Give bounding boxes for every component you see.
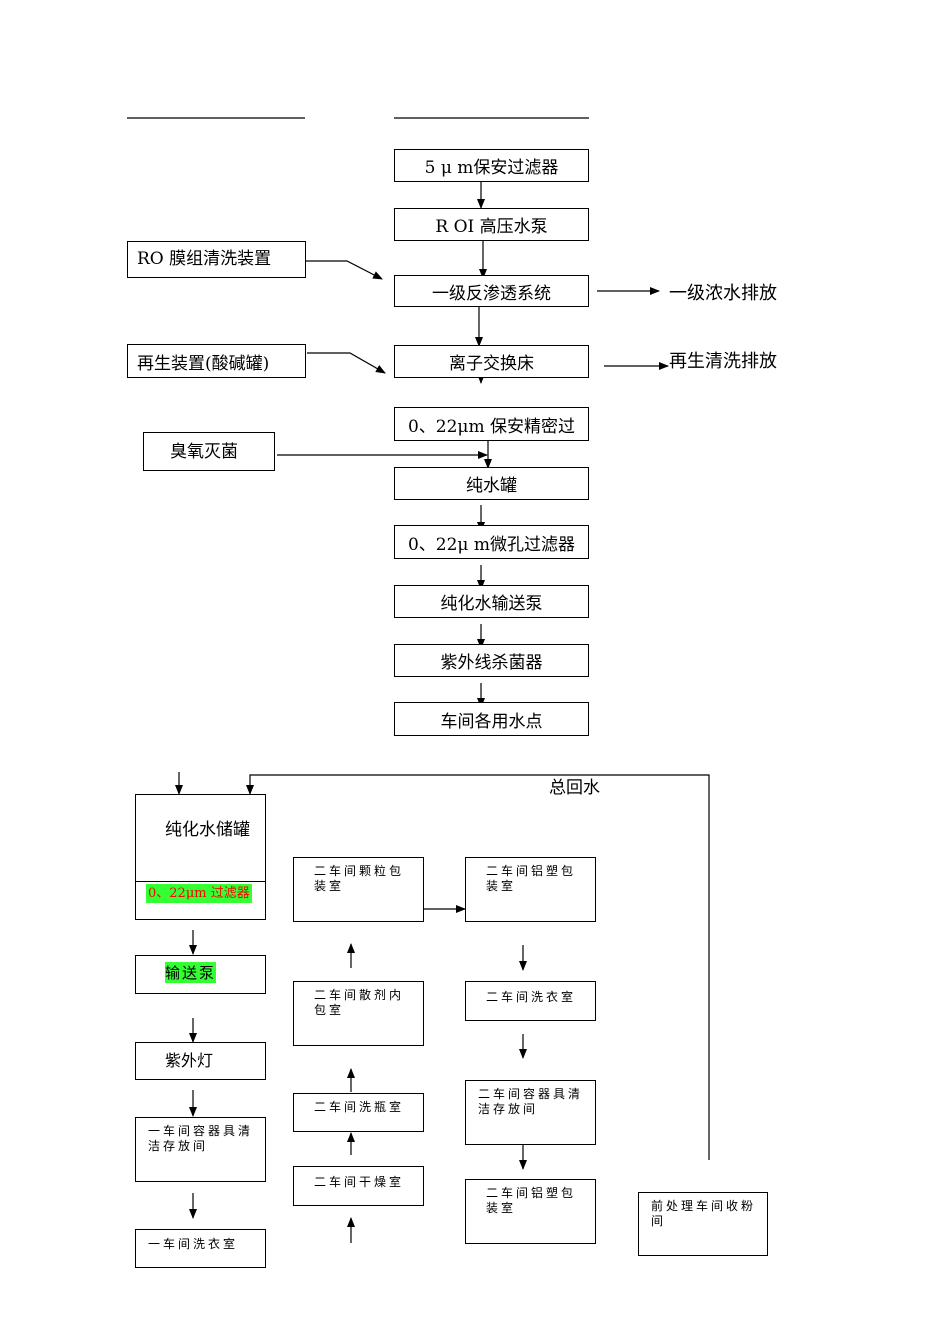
- drying-label: 二车间干燥室: [314, 1175, 405, 1189]
- ro-system-box: 一级反渗透系统: [394, 275, 589, 307]
- alu-pack-2-label: 二车间铝塑包装室: [486, 1186, 577, 1215]
- storage-filter-label: 0、22μm 过滤器: [146, 884, 252, 903]
- filter-5um-label: 5 μ m保安过滤器: [424, 158, 559, 178]
- laundry-1-label: 一车间洗衣室: [148, 1237, 239, 1251]
- powder-inner-box: 二车间散剂内包室: [293, 981, 424, 1046]
- filter-5um-box: 5 μ m保安过滤器: [394, 149, 589, 182]
- pure-tank-box: 纯水罐: [394, 467, 589, 500]
- arrow-regeneration: [307, 352, 386, 374]
- return-loop: [246, 774, 710, 1160]
- alu-pack-1-label: 二车间铝塑包装室: [486, 864, 577, 893]
- ion-exchange-box: 离子交换床: [394, 345, 589, 378]
- ozone-label: 臭氧灭菌: [170, 442, 238, 462]
- use-points-box: 车间各用水点: [394, 702, 589, 736]
- transfer-pump-label: 纯化水输送泵: [440, 594, 543, 614]
- precision-filter-box: 0、22μm 保安精密过: [394, 407, 589, 441]
- regeneration-label: 再生装置(酸碱罐): [137, 354, 270, 374]
- laundry-1-box: 一车间洗衣室: [135, 1229, 266, 1268]
- granule-pack-label: 二车间颗粒包装室: [314, 864, 405, 893]
- powder-inner-label: 二车间散剂内包室: [314, 988, 405, 1017]
- container-room-1-label: 一车间容器具清洁存放间: [148, 1124, 254, 1153]
- ro-system-label: 一级反渗透系统: [432, 283, 551, 304]
- bottle-wash-box: 二车间洗瓶室: [293, 1093, 424, 1132]
- ozone-box: 臭氧灭菌: [143, 432, 275, 471]
- bottle-wash-label: 二车间洗瓶室: [314, 1100, 405, 1114]
- container-room-1-box: 一车间容器具清洁存放间: [135, 1117, 266, 1182]
- ro-cleaning-label: RO 膜组清洗装置: [137, 249, 272, 269]
- container-room-2-box: 二车间容器具清洁存放间: [465, 1080, 596, 1145]
- laundry-2-box: 二车间洗衣室: [465, 981, 596, 1021]
- transfer-pump-box: 纯化水输送泵: [394, 585, 589, 618]
- uv-sterilizer-label: 紫外线杀菌器: [440, 653, 543, 673]
- storage-tank-box: 纯化水储罐 0、22μm 过滤器: [135, 794, 266, 920]
- alu-pack-2-box: 二车间铝塑包装室: [465, 1179, 596, 1244]
- precision-filter-label: 0、22μm 保安精密过: [407, 416, 576, 437]
- ro-pump-box: R OI 高压水泵: [394, 208, 589, 241]
- return-water-label: 总回水: [549, 778, 600, 798]
- ro-pump-label: R OI 高压水泵: [435, 217, 548, 237]
- pretreat-label: 前处理车间收粉间: [651, 1199, 757, 1228]
- uv-sterilizer-box: 紫外线杀菌器: [394, 644, 589, 677]
- concentrate-label: 一级浓水排放: [669, 283, 777, 304]
- micro-filter-box: 0、22μ m微孔过滤器: [394, 525, 589, 559]
- ro-cleaning-box: RO 膜组清洗装置: [127, 241, 306, 278]
- regen-wash-label: 再生清洗排放: [669, 351, 777, 372]
- pump-label-b: 输送泵: [165, 962, 217, 983]
- laundry-2-label: 二车间洗衣室: [486, 990, 577, 1004]
- pure-tank-label: 纯水罐: [466, 476, 517, 496]
- filter-label-bg: 0、22μm 过滤器: [138, 883, 258, 905]
- storage-tank-divider: [136, 881, 265, 882]
- ion-exchange-label: 离子交换床: [449, 354, 534, 374]
- storage-tank-label: 纯化水储罐: [165, 820, 250, 840]
- granule-pack-box: 二车间颗粒包装室: [293, 857, 424, 922]
- drying-box: 二车间干燥室: [293, 1166, 424, 1206]
- pretreat-box: 前处理车间收粉间: [638, 1192, 768, 1256]
- micro-filter-label: 0、22μ m微孔过滤器: [407, 534, 576, 555]
- alu-pack-1-box: 二车间铝塑包装室: [465, 857, 596, 922]
- uv-lamp-box: 紫外灯: [135, 1042, 266, 1080]
- pump-box-b: 输送泵: [135, 955, 266, 994]
- use-points-label: 车间各用水点: [440, 711, 543, 732]
- arrow-ro-cleaning: [304, 260, 383, 280]
- uv-lamp-label: 紫外灯: [165, 1051, 214, 1070]
- container-room-2-label: 二车间容器具清洁存放间: [478, 1087, 584, 1116]
- regeneration-box: 再生装置(酸碱罐): [127, 344, 306, 378]
